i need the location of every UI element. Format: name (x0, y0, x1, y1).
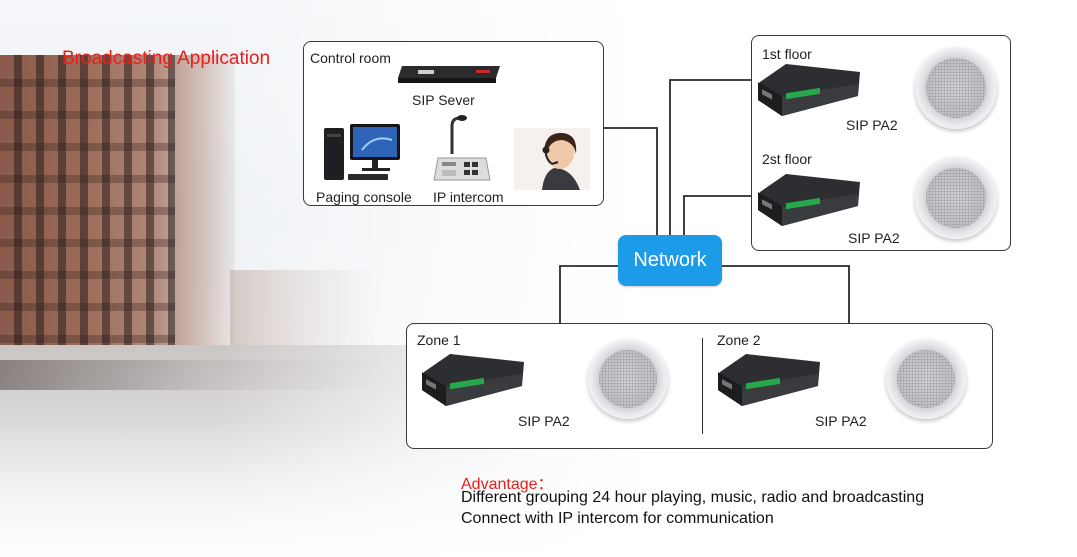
zone-divider (702, 338, 703, 434)
zone-2-device-label: SIP PA2 (815, 413, 867, 429)
floor-1-label: 1st floor (762, 46, 812, 62)
advantage-line-2: Connect with IP intercom for communicati… (461, 510, 774, 527)
floor-1-device-label: SIP PA2 (846, 117, 898, 133)
sip-server-icon (398, 66, 500, 83)
zone-2-sip-pa2-icon (718, 354, 820, 406)
floor-2-speaker-icon (915, 157, 997, 239)
floor-2-sip-pa2-icon (758, 174, 860, 226)
ip-intercom-label: IP intercom (433, 189, 504, 205)
floor-2-device-label: SIP PA2 (848, 230, 900, 246)
network-node: Network (618, 235, 722, 286)
floor-2-label: 2st floor (762, 151, 812, 167)
floor-1-speaker-icon (915, 47, 997, 129)
paging-console-icon (324, 124, 400, 180)
zone-1-sip-pa2-icon (422, 354, 524, 406)
zone-2-speaker-icon (886, 339, 966, 419)
floor-1-sip-pa2-icon (758, 64, 860, 116)
sip-server-label: SIP Sever (412, 92, 475, 108)
operator-headset-icon (514, 128, 590, 190)
zone-1-speaker-icon (588, 339, 668, 419)
zone-2-label: Zone 2 (717, 332, 761, 348)
advantage-line-1: Different grouping 24 hour playing, musi… (461, 489, 925, 506)
control-room-panel: Control room SIP Sever Paging console IP… (303, 41, 604, 206)
diagram-title: Broadcasting Application (62, 48, 271, 69)
ip-intercom-icon (433, 115, 491, 181)
advantage-title: Advantage： (461, 476, 554, 493)
control-room-label: Control room (310, 50, 391, 66)
paging-console-label: Paging console (316, 189, 412, 205)
zone-1-device-label: SIP PA2 (518, 413, 570, 429)
zone-1-label: Zone 1 (417, 332, 461, 348)
